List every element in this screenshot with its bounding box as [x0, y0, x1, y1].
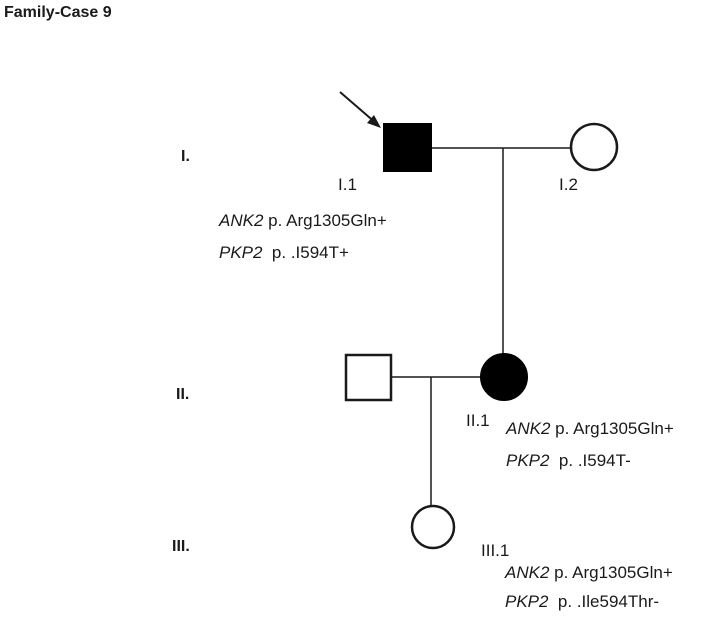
- genotype-ii1-pkp2: PKP2 p. .I594T-: [506, 451, 631, 470]
- gene-name: ANK2: [504, 563, 550, 582]
- page-title: Family-Case 9: [4, 4, 112, 21]
- gene-name: PKP2: [219, 243, 263, 262]
- variant: p. .I594T+: [262, 243, 349, 262]
- generation-label-i: I.: [181, 148, 190, 165]
- individual-id-i1: I.1: [338, 175, 357, 194]
- gene-name: PKP2: [506, 451, 550, 470]
- variant: p. Arg1305Gln+: [263, 211, 386, 230]
- individual-i2-unaffected-female: [569, 122, 619, 172]
- individual-i1-affected-male: [383, 123, 432, 172]
- variant: p. .Ile594Thr-: [548, 592, 659, 611]
- individual-id-i2: I.2: [559, 175, 578, 194]
- genotype-iii1-ank2: ANK2 p. Arg1305Gln+: [504, 563, 673, 582]
- genotype-ii1-ank2: ANK2 p. Arg1305Gln+: [505, 419, 674, 438]
- individual-id-iii1: III.1: [481, 541, 509, 560]
- genotype-i1-ank2: ANK2 p. Arg1305Gln+: [218, 211, 387, 230]
- variant: p. Arg1305Gln+: [550, 419, 673, 438]
- gene-name: ANK2: [218, 211, 264, 230]
- individual-iii1-unaffected-female: [410, 504, 456, 550]
- individual-id-ii1: II.1: [466, 411, 490, 430]
- individual-ii-spouse-unaffected-male: [344, 353, 393, 402]
- individual-ii1-affected-female: [480, 353, 528, 401]
- genotype-iii1-pkp2: PKP2 p. .Ile594Thr-: [505, 592, 659, 611]
- generation-label-ii: II.: [176, 386, 189, 403]
- generation-label-iii: III.: [172, 538, 190, 555]
- genotype-i1-pkp2: PKP2 p. .I594T+: [219, 243, 349, 262]
- variant: p. .I594T-: [549, 451, 630, 470]
- gene-name: PKP2: [505, 592, 549, 611]
- variant: p. Arg1305Gln+: [549, 563, 672, 582]
- gene-name: ANK2: [505, 419, 551, 438]
- proband-arrow-icon: [339, 91, 381, 128]
